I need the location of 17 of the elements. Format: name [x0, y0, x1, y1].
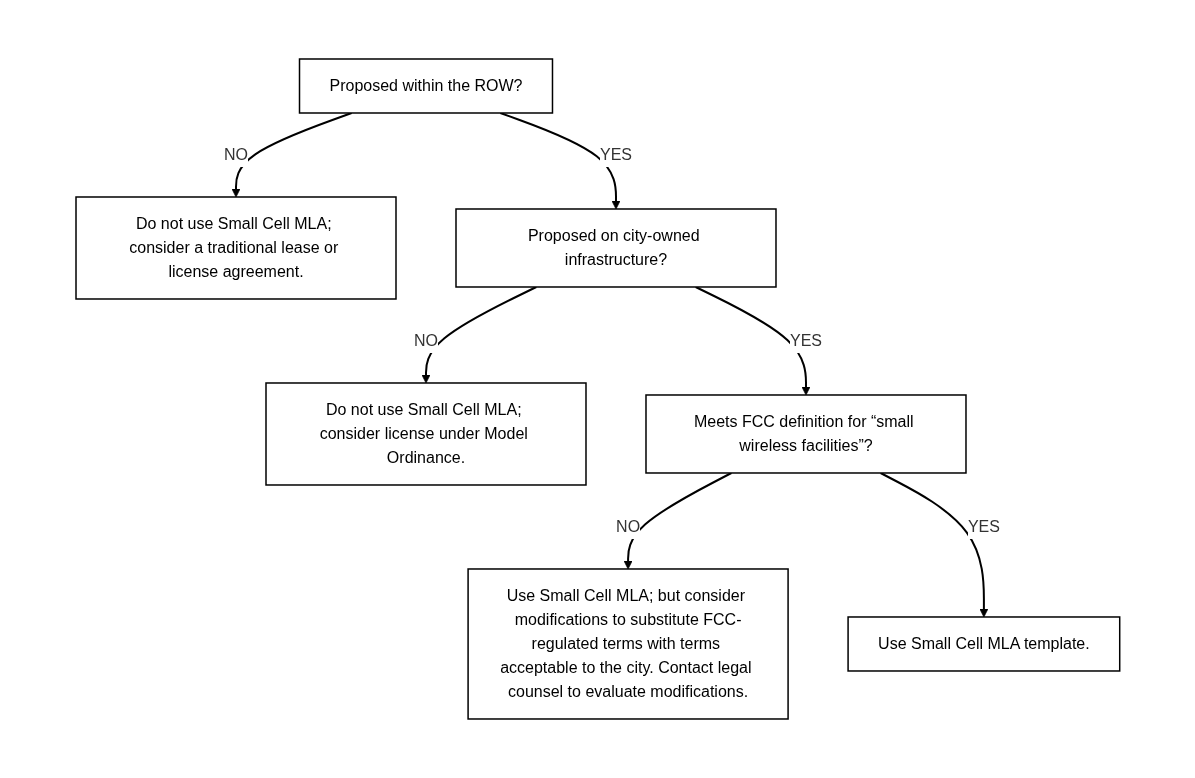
node-box: Do not use Small Cell MLA; consider a traditional lease or license agreement. [74, 196, 397, 300]
node-box: Proposed within the ROW? [298, 58, 553, 114]
arrow [623, 472, 732, 570]
edge-label: YES [599, 146, 632, 163]
edge-label: NO [223, 146, 248, 163]
node-box: Meets FCC definition for “small wireless facilities”? [644, 394, 967, 474]
node-box: Use Small Cell MLA template. [846, 616, 1121, 672]
arrow [879, 472, 988, 618]
node-box: Proposed on city-owned infrastructure? [454, 208, 777, 288]
edge-label: NO [615, 517, 640, 535]
edge-label: YES [789, 331, 822, 349]
arrow [694, 286, 811, 396]
node-box: Use Small Cell MLA; but consider modifications to substitute FCC-regulated terms with terms acceptable to the city. Contact legal counsel to evaluate modifications. [467, 568, 789, 720]
edge-label: NO [413, 331, 438, 349]
arrow [421, 286, 537, 384]
node-box: Do not use Small Cell MLA; consider license under Model Ordinance. [264, 382, 587, 486]
edge-label: YES [967, 517, 1000, 535]
